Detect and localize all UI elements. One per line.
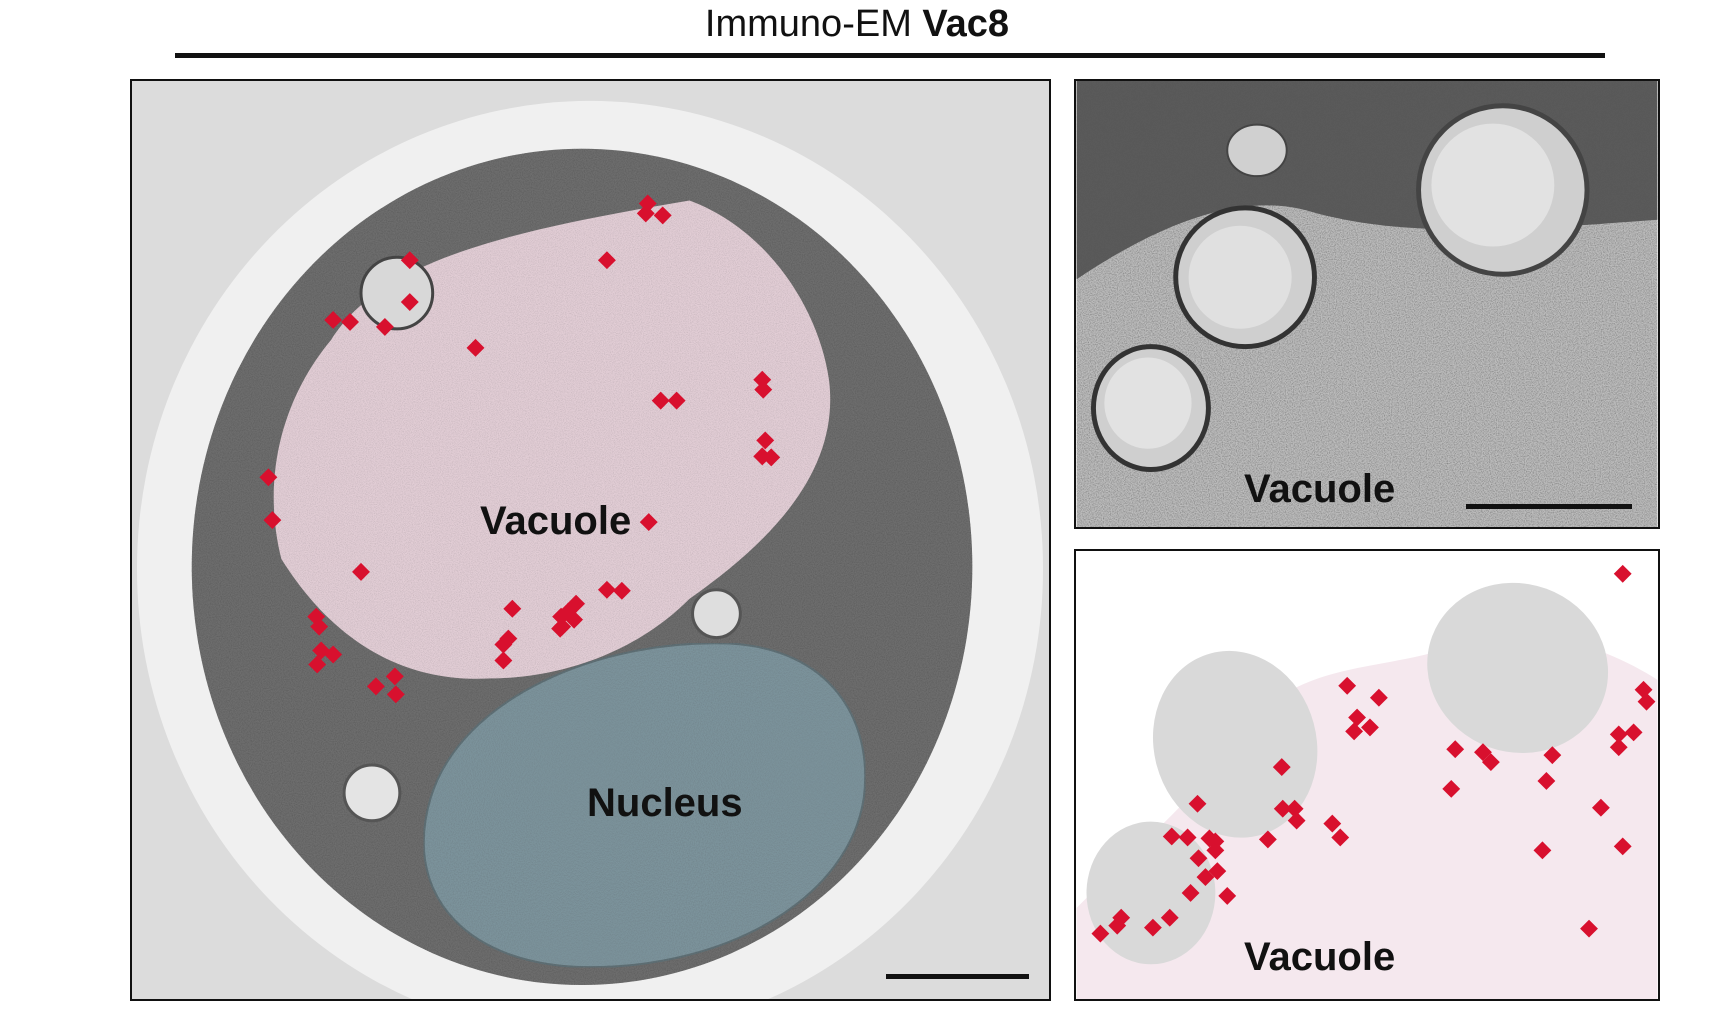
marker-diamond [756, 431, 775, 450]
marker-diamond [1537, 772, 1556, 790]
marker-diamond [1181, 884, 1200, 902]
vesicle [342, 763, 402, 823]
vacuole-label: Vacuole [1244, 467, 1396, 511]
marker-diamond [1609, 725, 1628, 744]
title-rule [175, 53, 1605, 58]
marker-diamond [1361, 718, 1379, 737]
marker-diamond [1543, 746, 1562, 765]
marker-diamond [1634, 680, 1653, 699]
marker-diamond [1200, 829, 1219, 848]
marker-diamond [1143, 918, 1162, 937]
marker-diamond [1345, 722, 1364, 741]
marker-diamond [1162, 827, 1181, 846]
marker-diamond [1637, 692, 1656, 711]
marker-diamond [375, 317, 394, 336]
vesicle [359, 255, 435, 331]
marker-diamond [324, 645, 343, 664]
vesicle [1226, 123, 1288, 178]
marker-diamond [1272, 758, 1291, 776]
marker-diamond [385, 667, 404, 686]
zoom-micrograph-panel: Vacuole [1074, 79, 1660, 529]
marker-diamond [1285, 799, 1304, 818]
vesicle-core [1188, 225, 1292, 329]
marker-diamond [1206, 841, 1225, 860]
marker-diamond [386, 685, 405, 704]
nucleus-label: Nucleus [587, 781, 743, 825]
marker-diamond [1474, 743, 1492, 762]
marker-diamond [1091, 924, 1110, 943]
marker-diamond [1160, 908, 1179, 927]
marker-diamond [308, 655, 327, 674]
marker-diamond [499, 629, 518, 648]
title-protein: Vac8 [922, 3, 1010, 45]
marker-diamond [1613, 564, 1632, 583]
main-micrograph-panel: Vacuole Nucleus [130, 79, 1051, 1001]
marker-diamond [1613, 837, 1632, 856]
marker-diamond [1369, 688, 1388, 707]
main-micrograph-image [132, 81, 1049, 999]
marker-diamond [1348, 708, 1367, 727]
marker-diamond [352, 562, 370, 581]
schematic-drawing [1076, 551, 1658, 999]
marker-diamond [1287, 811, 1306, 830]
marker-diamond [1196, 868, 1215, 887]
marker-diamond [567, 594, 586, 613]
zoom-micrograph-image [1076, 81, 1658, 527]
marker-diamond [310, 617, 329, 636]
marker-diamond [1591, 798, 1610, 817]
marker-diamond [1273, 799, 1292, 818]
marker-diamond [1481, 753, 1500, 772]
marker-diamond [324, 310, 343, 329]
marker-diamond [366, 677, 385, 696]
figure-title: Immuno-EM Vac8 [0, 2, 1714, 46]
nucleus-region [422, 642, 867, 969]
vesicle-core [1104, 357, 1192, 449]
marker-diamond [1208, 862, 1227, 881]
marker-diamond [1218, 887, 1237, 905]
marker-diamond [1580, 919, 1598, 938]
marker-diamond [503, 599, 522, 618]
marker-diamond [1178, 828, 1197, 847]
marker-diamond [565, 610, 584, 629]
vesicle [1427, 582, 1609, 754]
marker-diamond [1323, 814, 1342, 833]
marker-diamond [639, 513, 658, 532]
marker-diamond [612, 581, 631, 600]
vesicle [1152, 650, 1318, 838]
marker-diamond [636, 204, 655, 223]
title-prefix: Immuno-EM [704, 3, 912, 45]
marker-diamond [597, 251, 616, 270]
marker-diamonds [1091, 564, 1656, 943]
marker-diamond [1189, 849, 1208, 868]
marker-diamond [1188, 794, 1207, 813]
schematic-panel: Vacuole [1074, 549, 1660, 1001]
scale-bar [1466, 504, 1632, 509]
vesicle-core [1431, 123, 1555, 247]
marker-diamond [466, 338, 485, 357]
marker-diamond [1331, 828, 1350, 847]
marker-diamond [1258, 830, 1277, 849]
vesicle [691, 588, 742, 640]
marker-diamond [341, 312, 360, 331]
marker-diamond [312, 641, 331, 660]
marker-diamond [1338, 676, 1357, 695]
marker-diamond [597, 580, 616, 599]
marker-diamond [494, 651, 513, 670]
marker-diamond [1112, 908, 1131, 927]
marker-diamond [1533, 841, 1552, 860]
scale-bar [886, 974, 1029, 979]
vacuole-label: Vacuole [480, 499, 632, 543]
vacuole-label: Vacuole [1244, 935, 1396, 979]
marker-diamond [551, 619, 570, 638]
marker-diamond [1624, 723, 1643, 742]
marker-diamond [754, 380, 773, 399]
